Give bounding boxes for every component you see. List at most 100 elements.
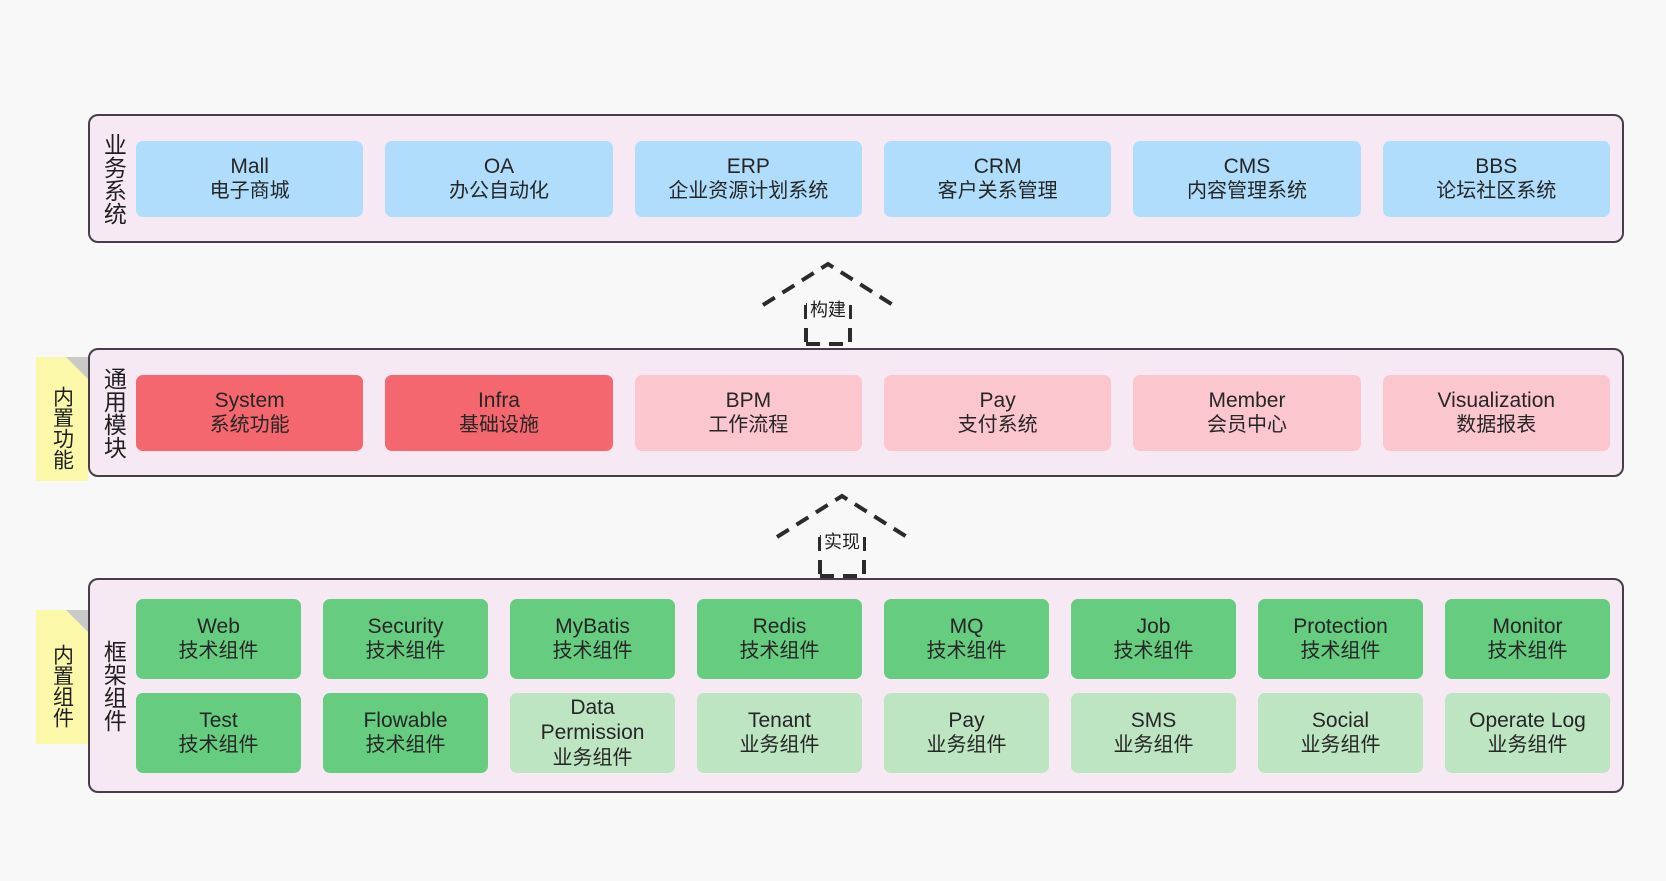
card-monitor-subtitle: 技术组件 [1487,640,1568,663]
card-data-permission[interactable]: Data Permission 业务组件 [510,692,675,773]
card-bbs-title: BBS [1475,154,1518,178]
layer-body-common-module: System 系统功能 Infra 基础设施 BPM 工作流程 Pay 支付系统… [136,350,1622,475]
card-web-title: Web [197,614,240,638]
card-bbs[interactable]: BBS 论坛社区系统 [1382,140,1610,217]
card-mybatis[interactable]: MyBatis 技术组件 [510,598,675,679]
card-crm[interactable]: CRM 客户关系管理 [883,140,1112,217]
card-pay-component[interactable]: Pay 业务组件 [884,692,1049,773]
card-protection-subtitle: 技术组件 [1300,640,1381,663]
card-job-title: Job [1136,614,1171,638]
card-mq-subtitle: 技术组件 [926,640,1007,663]
card-bpm-subtitle: 工作流程 [708,414,789,437]
card-visualization[interactable]: Visualization 数据报表 [1382,374,1610,451]
layer-title-business-system: 业务系统 [100,132,127,225]
sticky-note-builtin-features-label: 内置功能 [50,386,74,470]
card-social-subtitle: 业务组件 [1300,734,1381,757]
card-operate-log[interactable]: Operate Log 业务组件 [1445,692,1610,773]
card-web[interactable]: Web 技术组件 [136,598,301,679]
card-cms[interactable]: CMS 内容管理系统 [1133,140,1361,217]
card-social-title: Social [1311,708,1370,732]
card-redis[interactable]: Redis 技术组件 [697,598,862,679]
card-erp-title: ERP [726,154,770,178]
card-member[interactable]: Member 会员中心 [1133,374,1361,451]
card-infra-subtitle: 基础设施 [458,414,539,437]
card-cms-title: CMS [1223,154,1271,178]
card-mybatis-title: MyBatis [555,614,630,638]
card-security-subtitle: 技术组件 [365,640,446,663]
card-tenant-title: Tenant [747,708,812,732]
card-sms[interactable]: SMS 业务组件 [1071,692,1236,773]
card-system-subtitle: 系统功能 [209,414,290,437]
card-bpm-title: BPM [725,388,772,412]
connector-build-label: 构建 [807,296,849,322]
card-crm-subtitle: 客户关系管理 [937,180,1058,203]
layer-title-common-module: 通用模块 [100,366,127,459]
card-flowable[interactable]: Flowable 技术组件 [323,692,488,773]
card-pay-module[interactable]: Pay 支付系统 [883,374,1112,451]
card-system[interactable]: System 系统功能 [136,374,364,451]
card-redis-title: Redis [752,614,807,638]
card-oa-title: OA [483,154,515,178]
layer-body-business-system: Mall 电子商城 OA 办公自动化 ERP 企业资源计划系统 CRM 客户关系… [136,116,1622,241]
layer-framework-component: 框架组件 Web 技术组件 Security 技术组件 MyBatis 技术组件… [88,578,1624,793]
card-member-title: Member [1208,388,1286,412]
card-operate-log-title: Operate Log [1469,708,1586,732]
layer-title-framework-component: 框架组件 [100,639,127,732]
framework-business-row: Test 技术组件 Flowable 技术组件 Data Permission … [136,692,1610,773]
sticky-note-builtin-components: 内置组件 [36,610,88,744]
card-mq[interactable]: MQ 技术组件 [884,598,1049,679]
sticky-note-builtin-components-label: 内置组件 [50,644,74,728]
card-bbs-subtitle: 论坛社区系统 [1436,180,1557,203]
card-erp[interactable]: ERP 企业资源计划系统 [634,140,862,217]
common-card-row: System 系统功能 Infra 基础设施 BPM 工作流程 Pay 支付系统… [136,374,1610,451]
connector-implement-label: 实现 [821,528,863,554]
card-redis-subtitle: 技术组件 [739,640,820,663]
card-flowable-title: Flowable [363,708,448,732]
card-oa-subtitle: 办公自动化 [448,180,549,203]
card-pay-component-subtitle: 业务组件 [926,734,1007,757]
card-mall-title: Mall [230,154,269,178]
card-mq-title: MQ [949,614,984,638]
card-pay-module-subtitle: 支付系统 [957,414,1038,437]
card-test-title: Test [199,708,238,732]
card-mall[interactable]: Mall 电子商城 [136,140,364,217]
card-bpm[interactable]: BPM 工作流程 [634,374,862,451]
card-system-title: System [214,388,285,412]
card-test[interactable]: Test 技术组件 [136,692,301,773]
card-tenant[interactable]: Tenant 业务组件 [697,692,862,773]
layer-common-module: 通用模块 System 系统功能 Infra 基础设施 BPM 工作流程 Pay [88,348,1624,477]
card-sms-subtitle: 业务组件 [1113,734,1194,757]
card-pay-module-title: Pay [979,388,1016,412]
framework-tech-row: Web 技术组件 Security 技术组件 MyBatis 技术组件 Redi… [136,598,1610,679]
layer-business-system: 业务系统 Mall 电子商城 OA 办公自动化 ERP 企业资源计划系统 CRM [88,114,1624,243]
card-protection[interactable]: Protection 技术组件 [1258,598,1423,679]
card-visualization-title: Visualization [1437,388,1556,412]
connector-build: 构建 [758,260,898,346]
card-mybatis-subtitle: 技术组件 [552,640,633,663]
card-mall-subtitle: 电子商城 [209,180,290,203]
card-monitor[interactable]: Monitor 技术组件 [1445,598,1610,679]
connector-implement: 实现 [772,492,912,578]
card-operate-log-subtitle: 业务组件 [1487,734,1568,757]
card-infra[interactable]: Infra 基础设施 [385,374,613,451]
card-security[interactable]: Security 技术组件 [323,598,488,679]
card-cms-subtitle: 内容管理系统 [1186,180,1307,203]
card-data-permission-subtitle: 业务组件 [552,746,633,769]
card-monitor-title: Monitor [1492,614,1563,638]
card-data-permission-title: Data Permission [540,695,645,745]
card-job[interactable]: Job 技术组件 [1071,598,1236,679]
card-erp-subtitle: 企业资源计划系统 [668,180,829,203]
card-member-subtitle: 会员中心 [1206,414,1287,437]
card-sms-title: SMS [1130,708,1177,732]
card-crm-title: CRM [973,154,1022,178]
card-infra-title: Infra [477,388,520,412]
card-web-subtitle: 技术组件 [178,640,259,663]
card-oa[interactable]: OA 办公自动化 [385,140,613,217]
card-visualization-subtitle: 数据报表 [1456,414,1537,437]
business-card-row: Mall 电子商城 OA 办公自动化 ERP 企业资源计划系统 CRM 客户关系… [136,140,1610,217]
card-tenant-subtitle: 业务组件 [739,734,820,757]
card-social[interactable]: Social 业务组件 [1258,692,1423,773]
card-test-subtitle: 技术组件 [178,734,259,757]
sticky-note-builtin-features: 内置功能 [36,357,88,481]
